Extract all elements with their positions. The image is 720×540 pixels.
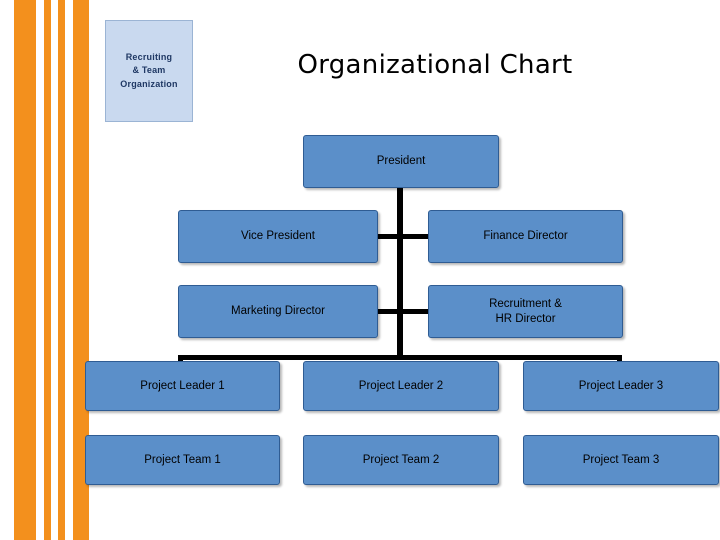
node-marketing-director-label: Marketing Director bbox=[231, 305, 325, 318]
connector-vp-horizontal bbox=[373, 234, 403, 239]
connector-leader1-drop bbox=[178, 355, 183, 365]
accent-bar-3 bbox=[58, 0, 65, 540]
node-marketing-director[interactable]: Marketing Director bbox=[178, 285, 378, 338]
accent-bar-2 bbox=[44, 0, 51, 540]
node-project-team-3-label: Project Team 3 bbox=[582, 453, 660, 466]
node-president[interactable]: President bbox=[303, 135, 499, 188]
node-vice-president-label: Vice President bbox=[241, 230, 315, 243]
node-project-leader-3[interactable]: Project Leader 3 bbox=[523, 361, 719, 411]
connector-spine-vertical bbox=[397, 188, 403, 360]
node-project-leader-1-label: Project Leader 1 bbox=[140, 379, 225, 392]
node-finance-director-label: Finance Director bbox=[483, 230, 568, 243]
node-president-label: President bbox=[376, 155, 426, 168]
node-project-team-1-label: Project Team 1 bbox=[144, 453, 221, 466]
node-recruitment-hr-director[interactable]: Recruitment & HR Director bbox=[428, 285, 623, 338]
node-vice-president[interactable]: Vice President bbox=[178, 210, 378, 263]
node-project-team-3[interactable]: Project Team 3 bbox=[523, 435, 719, 485]
logo-line-1: Recruiting bbox=[125, 52, 173, 63]
node-project-team-1[interactable]: Project Team 1 bbox=[85, 435, 280, 485]
logo-line-2: & Team bbox=[132, 65, 166, 76]
node-recruitment-hr-director-label-line2: HR Director bbox=[495, 312, 556, 325]
connector-finance-horizontal bbox=[397, 234, 429, 239]
accent-bar-1 bbox=[14, 0, 36, 540]
node-finance-director[interactable]: Finance Director bbox=[428, 210, 623, 263]
connector-marketing-horizontal bbox=[373, 309, 403, 314]
node-project-leader-3-label: Project Leader 3 bbox=[578, 379, 664, 392]
node-project-team-2[interactable]: Project Team 2 bbox=[303, 435, 499, 485]
node-project-team-2-label: Project Team 2 bbox=[362, 453, 440, 466]
node-project-leader-1[interactable]: Project Leader 1 bbox=[85, 361, 280, 411]
connector-leaders-bus bbox=[178, 355, 622, 360]
logo-line-3: Organization bbox=[120, 78, 178, 89]
page-title: Organizational Chart bbox=[297, 50, 573, 80]
node-recruitment-hr-director-label-line1: Recruitment & bbox=[489, 297, 562, 310]
connector-recruitment-horizontal bbox=[397, 309, 429, 314]
logo-badge: Recruiting & Team Organization bbox=[105, 20, 193, 122]
node-project-leader-2-label: Project Leader 2 bbox=[358, 379, 444, 392]
node-project-leader-2[interactable]: Project Leader 2 bbox=[303, 361, 499, 411]
connector-leader3-drop bbox=[617, 355, 622, 365]
